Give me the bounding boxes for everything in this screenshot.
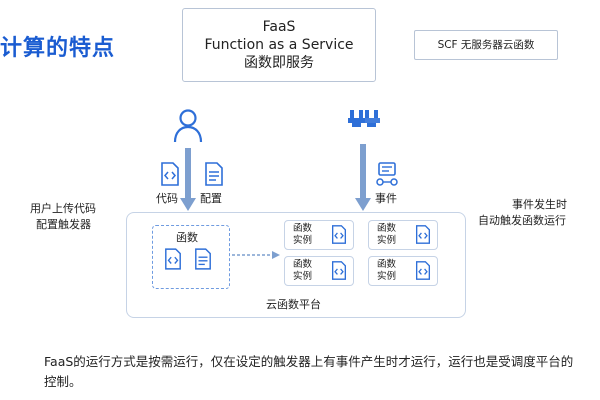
- upload-text-2: 配置触发器: [36, 218, 91, 231]
- trigger-text-2: 自动触发函数运行: [478, 214, 566, 227]
- platform-label: 云函数平台: [266, 298, 321, 311]
- instance-line2: 实例: [293, 235, 313, 246]
- function-code-icon: [165, 248, 181, 270]
- instance-line1: 函数: [377, 223, 397, 234]
- function-instance: 函数实例: [368, 256, 438, 286]
- description-text: FaaS的运行方式是按需运行，仅在设定的触发器上有事件产生时才运行，运行也是受调…: [44, 354, 574, 389]
- faas-chinese: 函数即服务: [244, 55, 314, 71]
- config-label: 配置: [200, 192, 222, 205]
- instance-line1: 函数: [293, 223, 313, 234]
- function-config-icon: [195, 248, 211, 270]
- instance-line1: 函数: [293, 259, 313, 270]
- page-title: 计算的特点: [0, 36, 116, 61]
- function-box: [152, 225, 230, 289]
- function-instance: 函数实例: [284, 256, 354, 286]
- spawn-arrow: [232, 251, 280, 259]
- function-instance: 函数实例: [284, 220, 354, 250]
- event-label: 事件: [375, 192, 397, 205]
- scf-box: SCF 无服务器云函数: [414, 30, 558, 60]
- config-file-icon: [205, 162, 223, 186]
- event-down-arrow: [355, 144, 371, 211]
- user-icon: [173, 109, 203, 143]
- instance-line2: 实例: [293, 271, 313, 282]
- faas-box: FaaS Function as a Service 函数即服务: [182, 8, 376, 82]
- instance-code-icon: [331, 261, 347, 280]
- instance-code-icon: [415, 261, 431, 280]
- code-file-icon: [161, 162, 179, 186]
- function-instance: 函数实例: [368, 220, 438, 250]
- function-label: 函数: [176, 231, 198, 244]
- faas-fullname: Function as a Service: [204, 37, 354, 53]
- faas-abbrev: FaaS: [262, 19, 296, 35]
- user-down-arrow: [180, 148, 196, 211]
- instance-line2: 实例: [377, 235, 397, 246]
- event-icon: [376, 162, 398, 186]
- code-label: 代码: [156, 192, 178, 205]
- instance-code-icon: [415, 225, 431, 244]
- upload-text-1: 用户上传代码: [30, 202, 96, 215]
- plug-icon: [348, 110, 380, 127]
- trigger-text-1: 事件发生时: [512, 198, 567, 211]
- instance-code-icon: [331, 225, 347, 244]
- instance-line1: 函数: [377, 259, 397, 270]
- instance-line2: 实例: [377, 271, 397, 282]
